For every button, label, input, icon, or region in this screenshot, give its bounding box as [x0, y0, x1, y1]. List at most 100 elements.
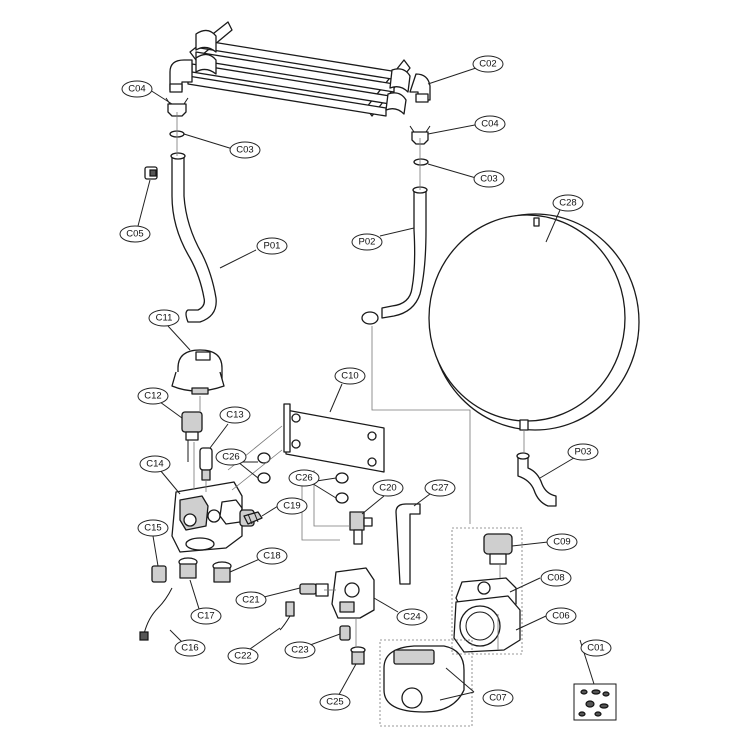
callout-c26-left: C26	[215, 448, 247, 466]
svg-text:C02: C02	[479, 59, 496, 70]
air-vent-c09	[483, 533, 513, 565]
seal-kit-c01	[573, 683, 617, 721]
callout-c16: C16	[174, 639, 206, 657]
cable-c16	[143, 587, 173, 635]
valve-c20	[349, 511, 373, 545]
tube-c27	[395, 503, 421, 585]
svg-text:C26: C26	[295, 473, 312, 484]
callout-c24: C24	[396, 608, 428, 626]
svg-text:C20: C20	[379, 483, 396, 494]
fitting-c18	[212, 561, 232, 583]
svg-text:C18: C18	[263, 551, 280, 562]
callout-c10: C10	[334, 367, 366, 385]
svg-text:C03: C03	[236, 145, 253, 156]
svg-text:C09: C09	[553, 537, 570, 548]
pipe-p01	[171, 155, 217, 323]
return-manifold-c24	[331, 567, 375, 619]
callout-c25: C25	[319, 693, 351, 711]
sensor-c13	[199, 447, 213, 481]
callout-c22: C22	[227, 647, 259, 665]
svg-text:C27: C27	[431, 483, 448, 494]
svg-text:C21: C21	[242, 595, 259, 606]
small-clip	[144, 166, 158, 180]
pump-motor-c07	[383, 645, 465, 713]
callout-c21: C21	[235, 591, 267, 609]
svg-text:C17: C17	[197, 611, 214, 622]
svg-text:C01: C01	[587, 643, 604, 654]
fitting-c25	[350, 646, 366, 665]
callout-c27: C27	[424, 479, 456, 497]
svg-text:C05: C05	[126, 229, 143, 240]
callout-c03-right: C03	[473, 170, 505, 188]
o-rings-c26-left	[257, 452, 271, 484]
clip-c19	[243, 511, 263, 525]
plate-heat-exchanger	[283, 403, 385, 473]
svg-text:C15: C15	[144, 523, 161, 534]
callout-c14: C14	[139, 455, 171, 473]
callout-c08: C08	[540, 569, 572, 587]
valve-c21	[299, 583, 329, 597]
cable-plug-c16	[139, 631, 149, 641]
callout-c20: C20	[372, 479, 404, 497]
svg-text:C07: C07	[489, 693, 506, 704]
callout-c15: C15	[137, 519, 169, 537]
diverter-valve-motor	[171, 349, 225, 395]
callout-p01: P01	[256, 237, 288, 255]
svg-text:C06: C06	[552, 611, 569, 622]
svg-text:C08: C08	[547, 573, 564, 584]
callout-c26-right: C26	[288, 469, 320, 487]
svg-text:C13: C13	[226, 410, 243, 421]
svg-text:C24: C24	[403, 612, 420, 623]
svg-text:C25: C25	[326, 697, 343, 708]
callout-c03-left: C03	[229, 141, 261, 159]
pipe-p03	[517, 455, 557, 507]
callout-c04-right: C04	[474, 115, 506, 133]
svg-text:C23: C23	[291, 645, 308, 656]
callout-c04-left: C04	[121, 80, 153, 98]
callout-c01: C01	[580, 639, 612, 657]
svg-text:C11: C11	[156, 313, 173, 324]
expansion-vessel	[428, 213, 640, 431]
pipe-p02	[381, 189, 427, 319]
fitting-c23	[339, 625, 351, 641]
callout-c12: C12	[137, 387, 169, 405]
svg-text:C16: C16	[181, 643, 198, 654]
callout-c17: C17	[190, 607, 222, 625]
callout-p02: P02	[351, 233, 383, 251]
svg-text:C22: C22	[234, 651, 251, 662]
svg-text:C14: C14	[146, 459, 163, 470]
callout-c13: C13	[219, 406, 251, 424]
primary-heat-exchanger	[169, 21, 431, 117]
assembly-guide-lines	[176, 112, 525, 727]
callout-c09: C09	[546, 533, 578, 551]
svg-text:P03: P03	[575, 447, 592, 458]
svg-text:P01: P01	[264, 241, 281, 252]
callout-c07: C07	[482, 689, 514, 707]
connector-c15	[151, 565, 167, 583]
hydraulic-block	[171, 481, 255, 553]
svg-text:C19: C19	[283, 501, 300, 512]
callout-c19: C19	[276, 497, 308, 515]
callout-c05: C05	[119, 225, 151, 243]
svg-text:C04: C04	[481, 119, 498, 130]
clip-left	[165, 97, 189, 117]
callout-c06: C06	[545, 607, 577, 625]
callout-c23: C23	[284, 641, 316, 659]
svg-text:C28: C28	[559, 198, 576, 209]
svg-text:P02: P02	[359, 237, 376, 248]
valve-cartridge	[181, 411, 203, 462]
o-ring-right	[413, 158, 429, 166]
svg-text:C10: C10	[341, 371, 358, 382]
svg-text:C04: C04	[128, 84, 145, 95]
callout-p03: P03	[567, 443, 599, 461]
callout-c18: C18	[256, 547, 288, 565]
svg-text:C12: C12	[144, 391, 161, 402]
svg-text:C03: C03	[480, 174, 497, 185]
svg-text:C26: C26	[222, 452, 239, 463]
callout-c02: C02	[472, 55, 504, 73]
o-rings-c26-right	[335, 472, 349, 504]
clip-c22	[279, 601, 295, 631]
callout-c11: C11	[148, 309, 180, 327]
callout-c28: C28	[552, 194, 584, 212]
